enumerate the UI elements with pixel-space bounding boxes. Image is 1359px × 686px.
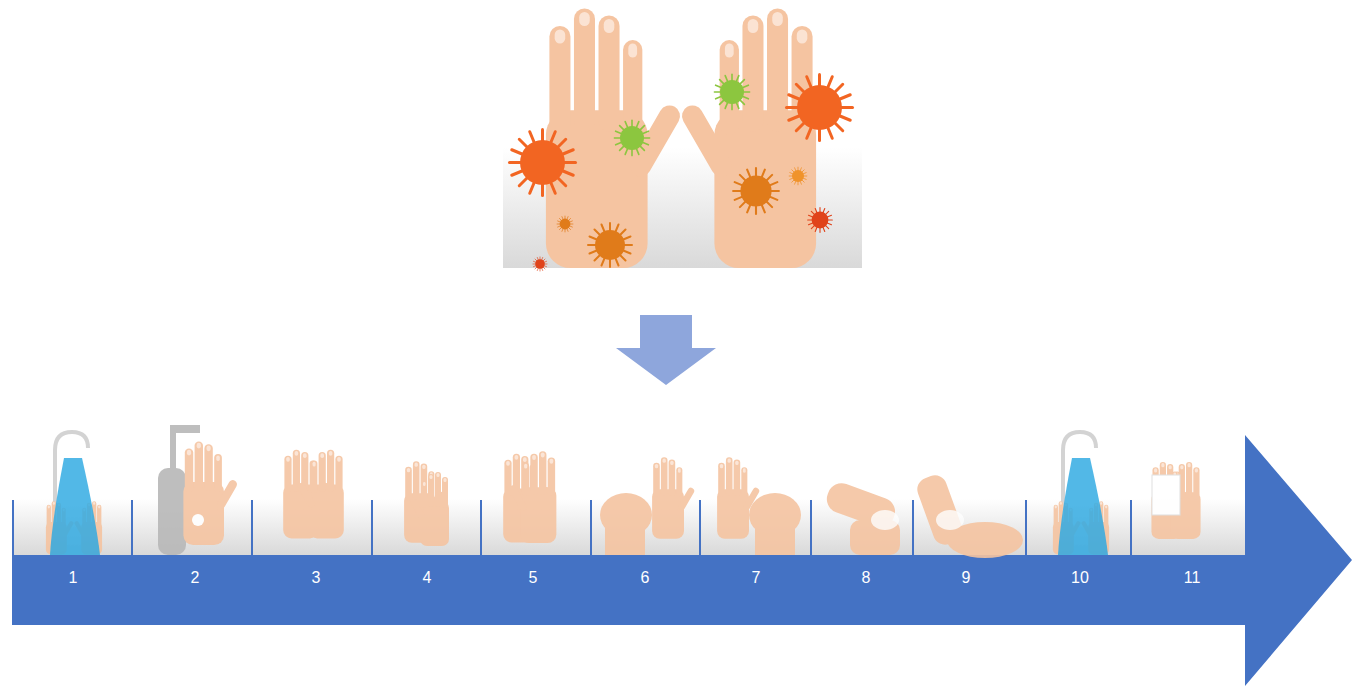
step-number: 7 [752, 568, 761, 588]
step-number: 9 [962, 568, 971, 588]
step-number: 6 [641, 568, 650, 588]
step-number: 2 [191, 568, 200, 588]
step-number: 1 [69, 568, 78, 588]
step-number: 3 [312, 568, 321, 588]
step-number: 8 [862, 568, 871, 588]
step-number: 4 [423, 568, 432, 588]
step-number: 5 [529, 568, 538, 588]
step-number: 10 [1071, 568, 1089, 588]
step-number: 11 [1184, 568, 1201, 588]
